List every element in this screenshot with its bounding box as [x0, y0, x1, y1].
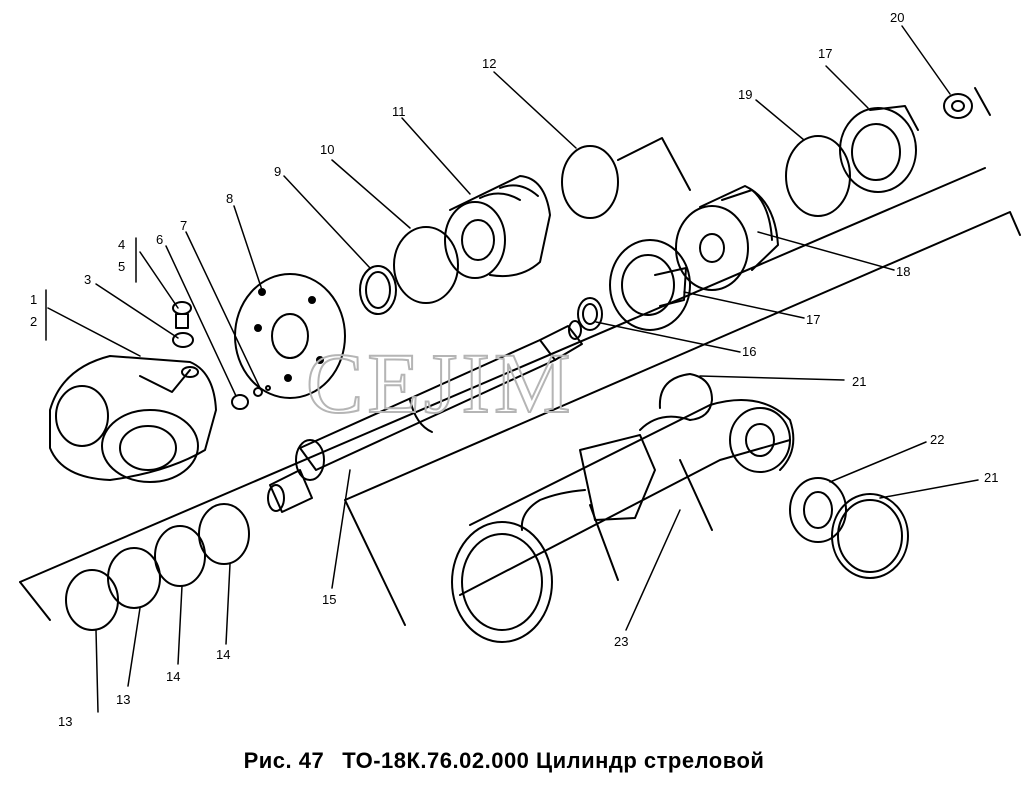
cylinder-body — [451, 399, 795, 643]
piston — [675, 185, 779, 291]
callout-18: 18 — [896, 264, 910, 279]
callout-2: 2 — [30, 314, 37, 329]
figure-number: Рис. 47 — [243, 748, 325, 773]
callout-13-a: 13 — [58, 714, 72, 729]
ring-14-b — [198, 503, 250, 565]
callout-19: 19 — [738, 87, 752, 102]
callout-8: 8 — [226, 191, 233, 206]
o-ring-10 — [393, 226, 459, 304]
callout-1: 1 — [30, 292, 37, 307]
wiper-ring — [359, 265, 397, 315]
o-ring-12 — [561, 145, 619, 219]
guide-band-upper — [839, 105, 919, 193]
piston-rod — [267, 320, 583, 513]
callout-12: 12 — [482, 56, 496, 71]
rod-end-eye — [49, 355, 217, 483]
ring-13-b — [107, 547, 161, 609]
watermark-text: CEJIM — [306, 335, 574, 431]
spherical-bushing — [789, 477, 847, 543]
castle-nut — [943, 93, 973, 119]
callout-labels: 1 2 3 4 5 6 7 8 9 10 11 12 13 13 14 14 1… — [30, 10, 998, 729]
guide-band-lower — [609, 239, 691, 331]
callout-14-a: 14 — [166, 669, 180, 684]
callout-17-lower: 17 — [806, 312, 820, 327]
callout-5: 5 — [118, 259, 125, 274]
rod-ring-16 — [577, 297, 603, 331]
callout-3: 3 — [84, 272, 91, 287]
callout-11: 11 — [392, 104, 406, 119]
figure-caption: Рис. 47 ТО-18К.76.02.000 Цилиндр стрелово… — [0, 748, 1026, 774]
callout-6: 6 — [156, 232, 163, 247]
callout-13-b: 13 — [116, 692, 130, 707]
ring-14-a — [154, 525, 206, 587]
assembly-axis-lines — [19, 87, 1021, 626]
callout-20: 20 — [890, 10, 904, 25]
callout-22: 22 — [930, 432, 944, 447]
lock-ring-upper — [658, 373, 713, 421]
gland-bushing — [444, 175, 551, 279]
callout-4: 4 — [118, 237, 125, 252]
callout-16: 16 — [742, 344, 756, 359]
callout-14-b: 14 — [216, 647, 230, 662]
bolt-and-washer — [231, 385, 271, 410]
lock-ring-lower — [831, 493, 909, 579]
leader-lines — [45, 25, 979, 713]
ring-13-a — [65, 569, 119, 631]
o-ring-19 — [785, 135, 851, 217]
callout-17-upper: 17 — [818, 46, 832, 61]
figure-title: ТО-18К.76.02.000 Цилиндр стреловой — [342, 748, 765, 773]
callout-21-lower: 21 — [984, 470, 998, 485]
grease-fitting — [172, 301, 194, 348]
callout-7: 7 — [180, 218, 187, 233]
callout-9: 9 — [274, 164, 281, 179]
callout-10: 10 — [320, 142, 334, 157]
callout-21-upper: 21 — [852, 374, 866, 389]
callout-15: 15 — [322, 592, 336, 607]
callout-23: 23 — [614, 634, 628, 649]
